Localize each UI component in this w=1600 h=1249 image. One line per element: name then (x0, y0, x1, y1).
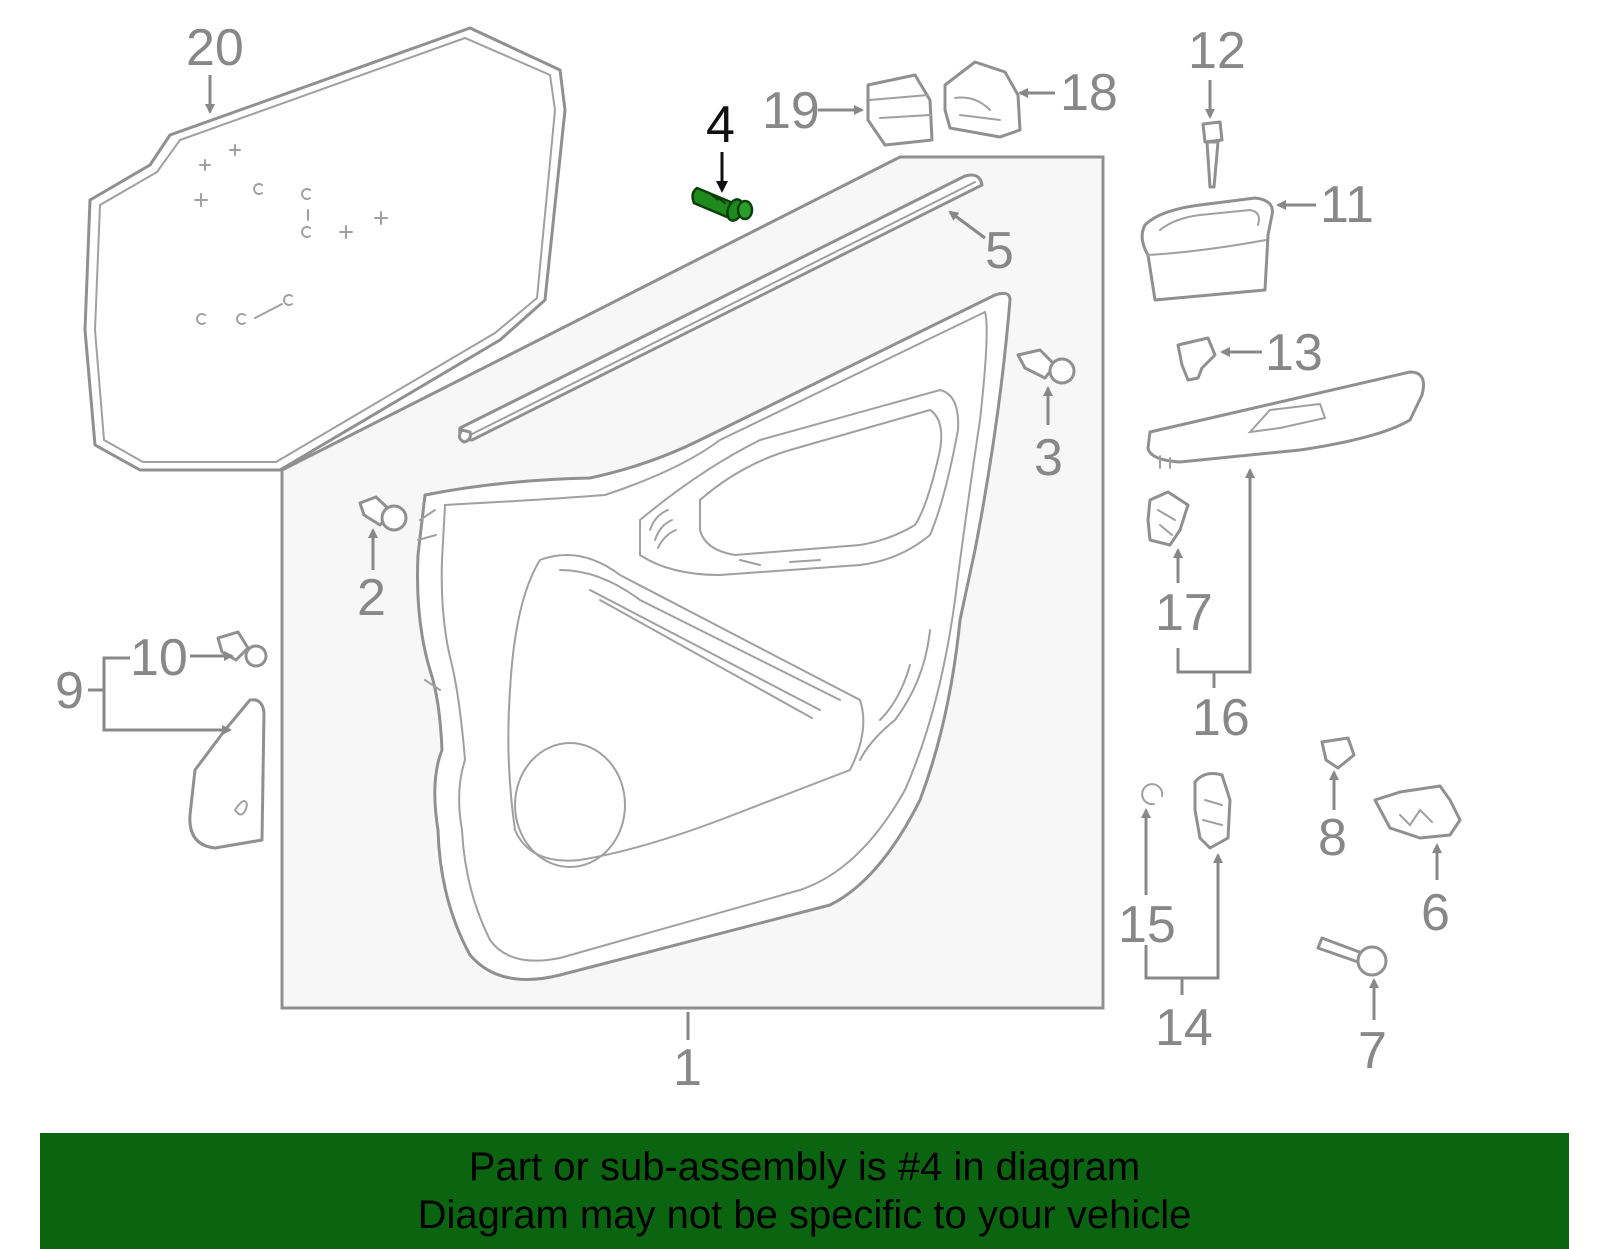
part-5-weatherstrip (457, 173, 984, 444)
part-3-clip (1016, 348, 1076, 385)
part-4-clip-highlighted (691, 186, 754, 222)
parts-diagram: 20 4 19 18 12 11 5 13 3 2 17 10 9 16 8 6… (55, 19, 1462, 1097)
callout-5: 5 (985, 222, 1014, 280)
callout-15: 15 (1118, 896, 1176, 954)
callout-12: 12 (1188, 22, 1246, 80)
callout-17: 17 (1155, 584, 1213, 642)
part-16-switch-panel (1146, 370, 1425, 469)
part-12-screw (1201, 120, 1224, 189)
part-10-clip (216, 630, 268, 668)
callout-19: 19 (762, 82, 820, 140)
part-19-switch (866, 73, 934, 147)
part-18-bracket (943, 60, 1022, 139)
part-14-handle (1193, 772, 1232, 850)
leader-lines (88, 75, 1442, 1040)
callout-2: 2 (357, 569, 386, 627)
callout-10: 10 (130, 629, 188, 687)
part-7-bolt (1316, 936, 1388, 977)
callout-18: 18 (1060, 64, 1118, 122)
part-15-clip (1141, 783, 1164, 806)
callout-14: 14 (1155, 999, 1213, 1057)
callout-3: 3 (1034, 429, 1063, 487)
info-banner: Part or sub-assembly is #4 in diagram Di… (40, 1133, 1569, 1249)
callout-1: 1 (673, 1039, 702, 1097)
callout-6: 6 (1421, 884, 1450, 942)
callout-13: 13 (1265, 324, 1323, 382)
part-11-bezel (1140, 196, 1274, 302)
callout-labels: 20 4 19 18 12 11 5 13 3 2 17 10 9 16 8 6… (55, 19, 1450, 1097)
banner-line-part: Part or sub-assembly is #4 in diagram (468, 1145, 1141, 1189)
callout-20: 20 (186, 19, 244, 77)
callout-16: 16 (1192, 689, 1250, 747)
callout-9: 9 (55, 662, 84, 720)
banner-line-disclaimer: Diagram may not be specific to your vehi… (417, 1193, 1192, 1237)
part-8-clip (1320, 736, 1356, 770)
callout-11: 11 (1320, 176, 1374, 234)
part-2-clip (358, 495, 408, 532)
callout-4: 4 (706, 96, 735, 154)
part-6-bracket (1373, 784, 1462, 840)
part-9-cover (188, 698, 266, 850)
part-1-assembly (280, 155, 1105, 1010)
callout-7: 7 (1358, 1022, 1387, 1080)
part-20-sheet (83, 26, 567, 472)
part-13-clip (1176, 336, 1217, 382)
part-17-clip (1146, 490, 1190, 547)
callout-8: 8 (1318, 809, 1347, 867)
